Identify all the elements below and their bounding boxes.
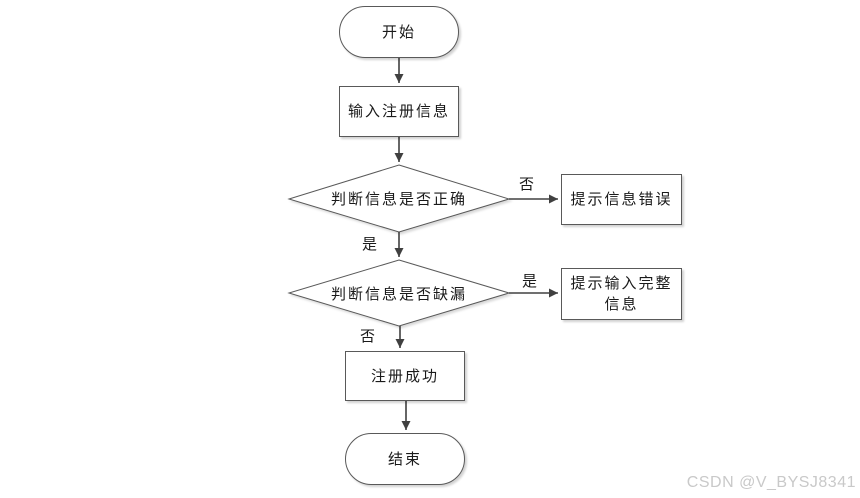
node-end: 结束 [345,433,465,485]
decision-missing-shape [287,259,511,327]
node-complete-prompt: 提示输入完整信息 [561,268,682,320]
edge-label-missing-yes: 是 [522,272,538,290]
node-input-info: 输入注册信息 [339,86,459,137]
node-register-success: 注册成功 [345,351,465,401]
edge-label-correct-no: 否 [519,175,535,193]
node-register-success-label: 注册成功 [370,366,439,385]
node-start-label: 开始 [381,22,416,41]
edge-label-correct-yes: 是 [362,235,378,253]
decision-correct-shape [287,164,511,233]
node-end-label: 结束 [387,449,422,468]
node-error-prompt-label: 提示信息错误 [570,190,673,208]
node-start: 开始 [339,6,459,58]
watermark: CSDN @V_BYSJ8341 [686,474,856,491]
node-input-info-label: 输入注册信息 [347,102,450,120]
node-complete-prompt-label: 提示输入完整信息 [570,274,673,313]
node-error-prompt: 提示信息错误 [561,174,682,225]
edge-label-missing-no: 否 [360,327,376,345]
